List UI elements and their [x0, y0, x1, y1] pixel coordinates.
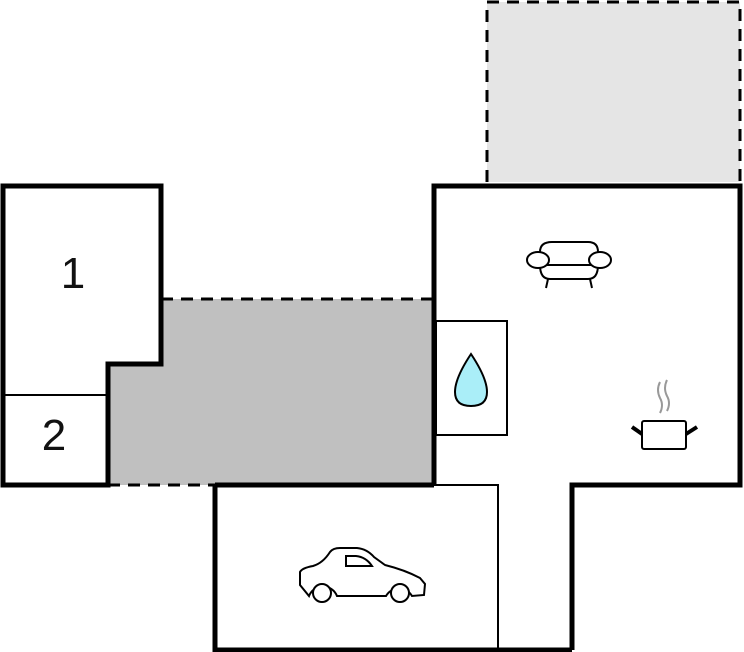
sofa-icon [526, 241, 612, 289]
garage [212, 482, 572, 652]
living-kitchen-block [431, 183, 743, 650]
terrace-open [485, 0, 742, 182]
cooking-pot-icon [630, 379, 699, 450]
bedroom-block [0, 183, 164, 488]
water-drop-icon [453, 352, 489, 408]
car-icon [299, 547, 427, 603]
terrace-covered [108, 297, 434, 487]
room-label-1: 1 [60, 249, 86, 298]
room-label-2: 2 [41, 411, 67, 460]
